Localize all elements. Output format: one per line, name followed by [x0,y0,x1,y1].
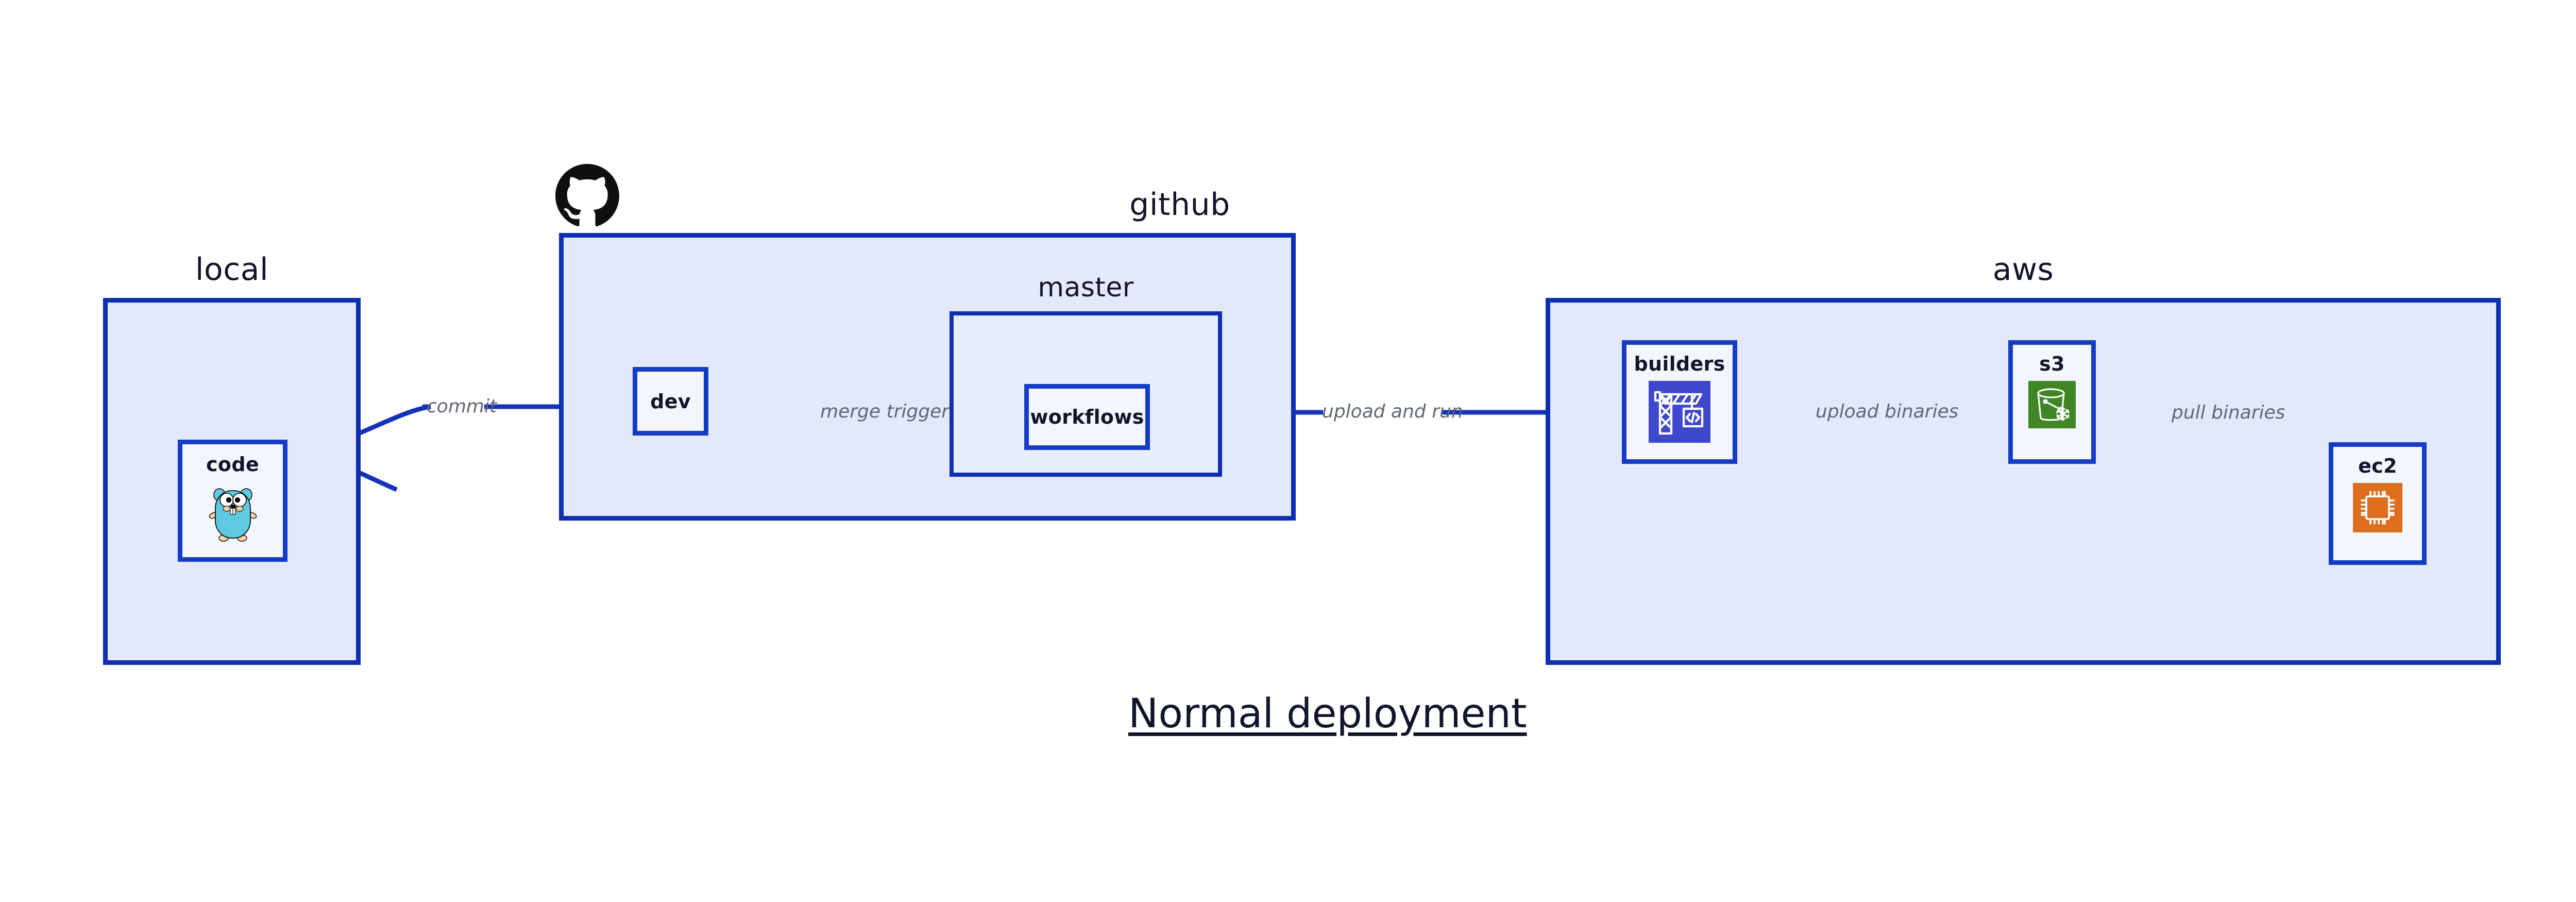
node-dev-label: dev [650,390,691,413]
node-ec2[interactable]: ec2 [2329,442,2427,565]
group-local-label: local [195,252,269,288]
node-workflows[interactable]: workflows [1024,384,1150,450]
node-code-label: code [206,453,259,476]
edge-label-upload-binaries: upload binaries [1816,401,1959,422]
node-ec2-label: ec2 [2358,455,2397,477]
diagram-title: Normal deployment [1128,691,1527,737]
edge-label-upload-and-run: upload and run [1322,401,1463,422]
node-code[interactable]: code [178,440,287,562]
node-dev[interactable]: dev [633,367,708,436]
cpu-chip-icon [2353,483,2402,534]
group-master-label: master [1038,272,1134,303]
group-github-label: github [1129,187,1230,223]
github-octocat-icon [555,164,619,228]
node-builders-label: builders [1634,353,1725,375]
crane-code-icon [1649,381,1710,445]
node-s3[interactable]: s3 [2008,340,2096,464]
node-builders[interactable]: builders [1622,340,1737,464]
node-s3-label: s3 [2039,353,2065,375]
edge-label-pull-binaries: pull binaries [2172,402,2285,423]
edge-label-commit: commit [427,396,497,417]
node-workflows-label: workflows [1030,406,1144,428]
group-master [950,311,1222,477]
edge-label-merge-trigger: merge trigger [820,401,950,422]
group-aws-label: aws [1992,252,2054,288]
go-gopher-icon [208,481,258,545]
s3-bucket-icon [2028,381,2076,430]
